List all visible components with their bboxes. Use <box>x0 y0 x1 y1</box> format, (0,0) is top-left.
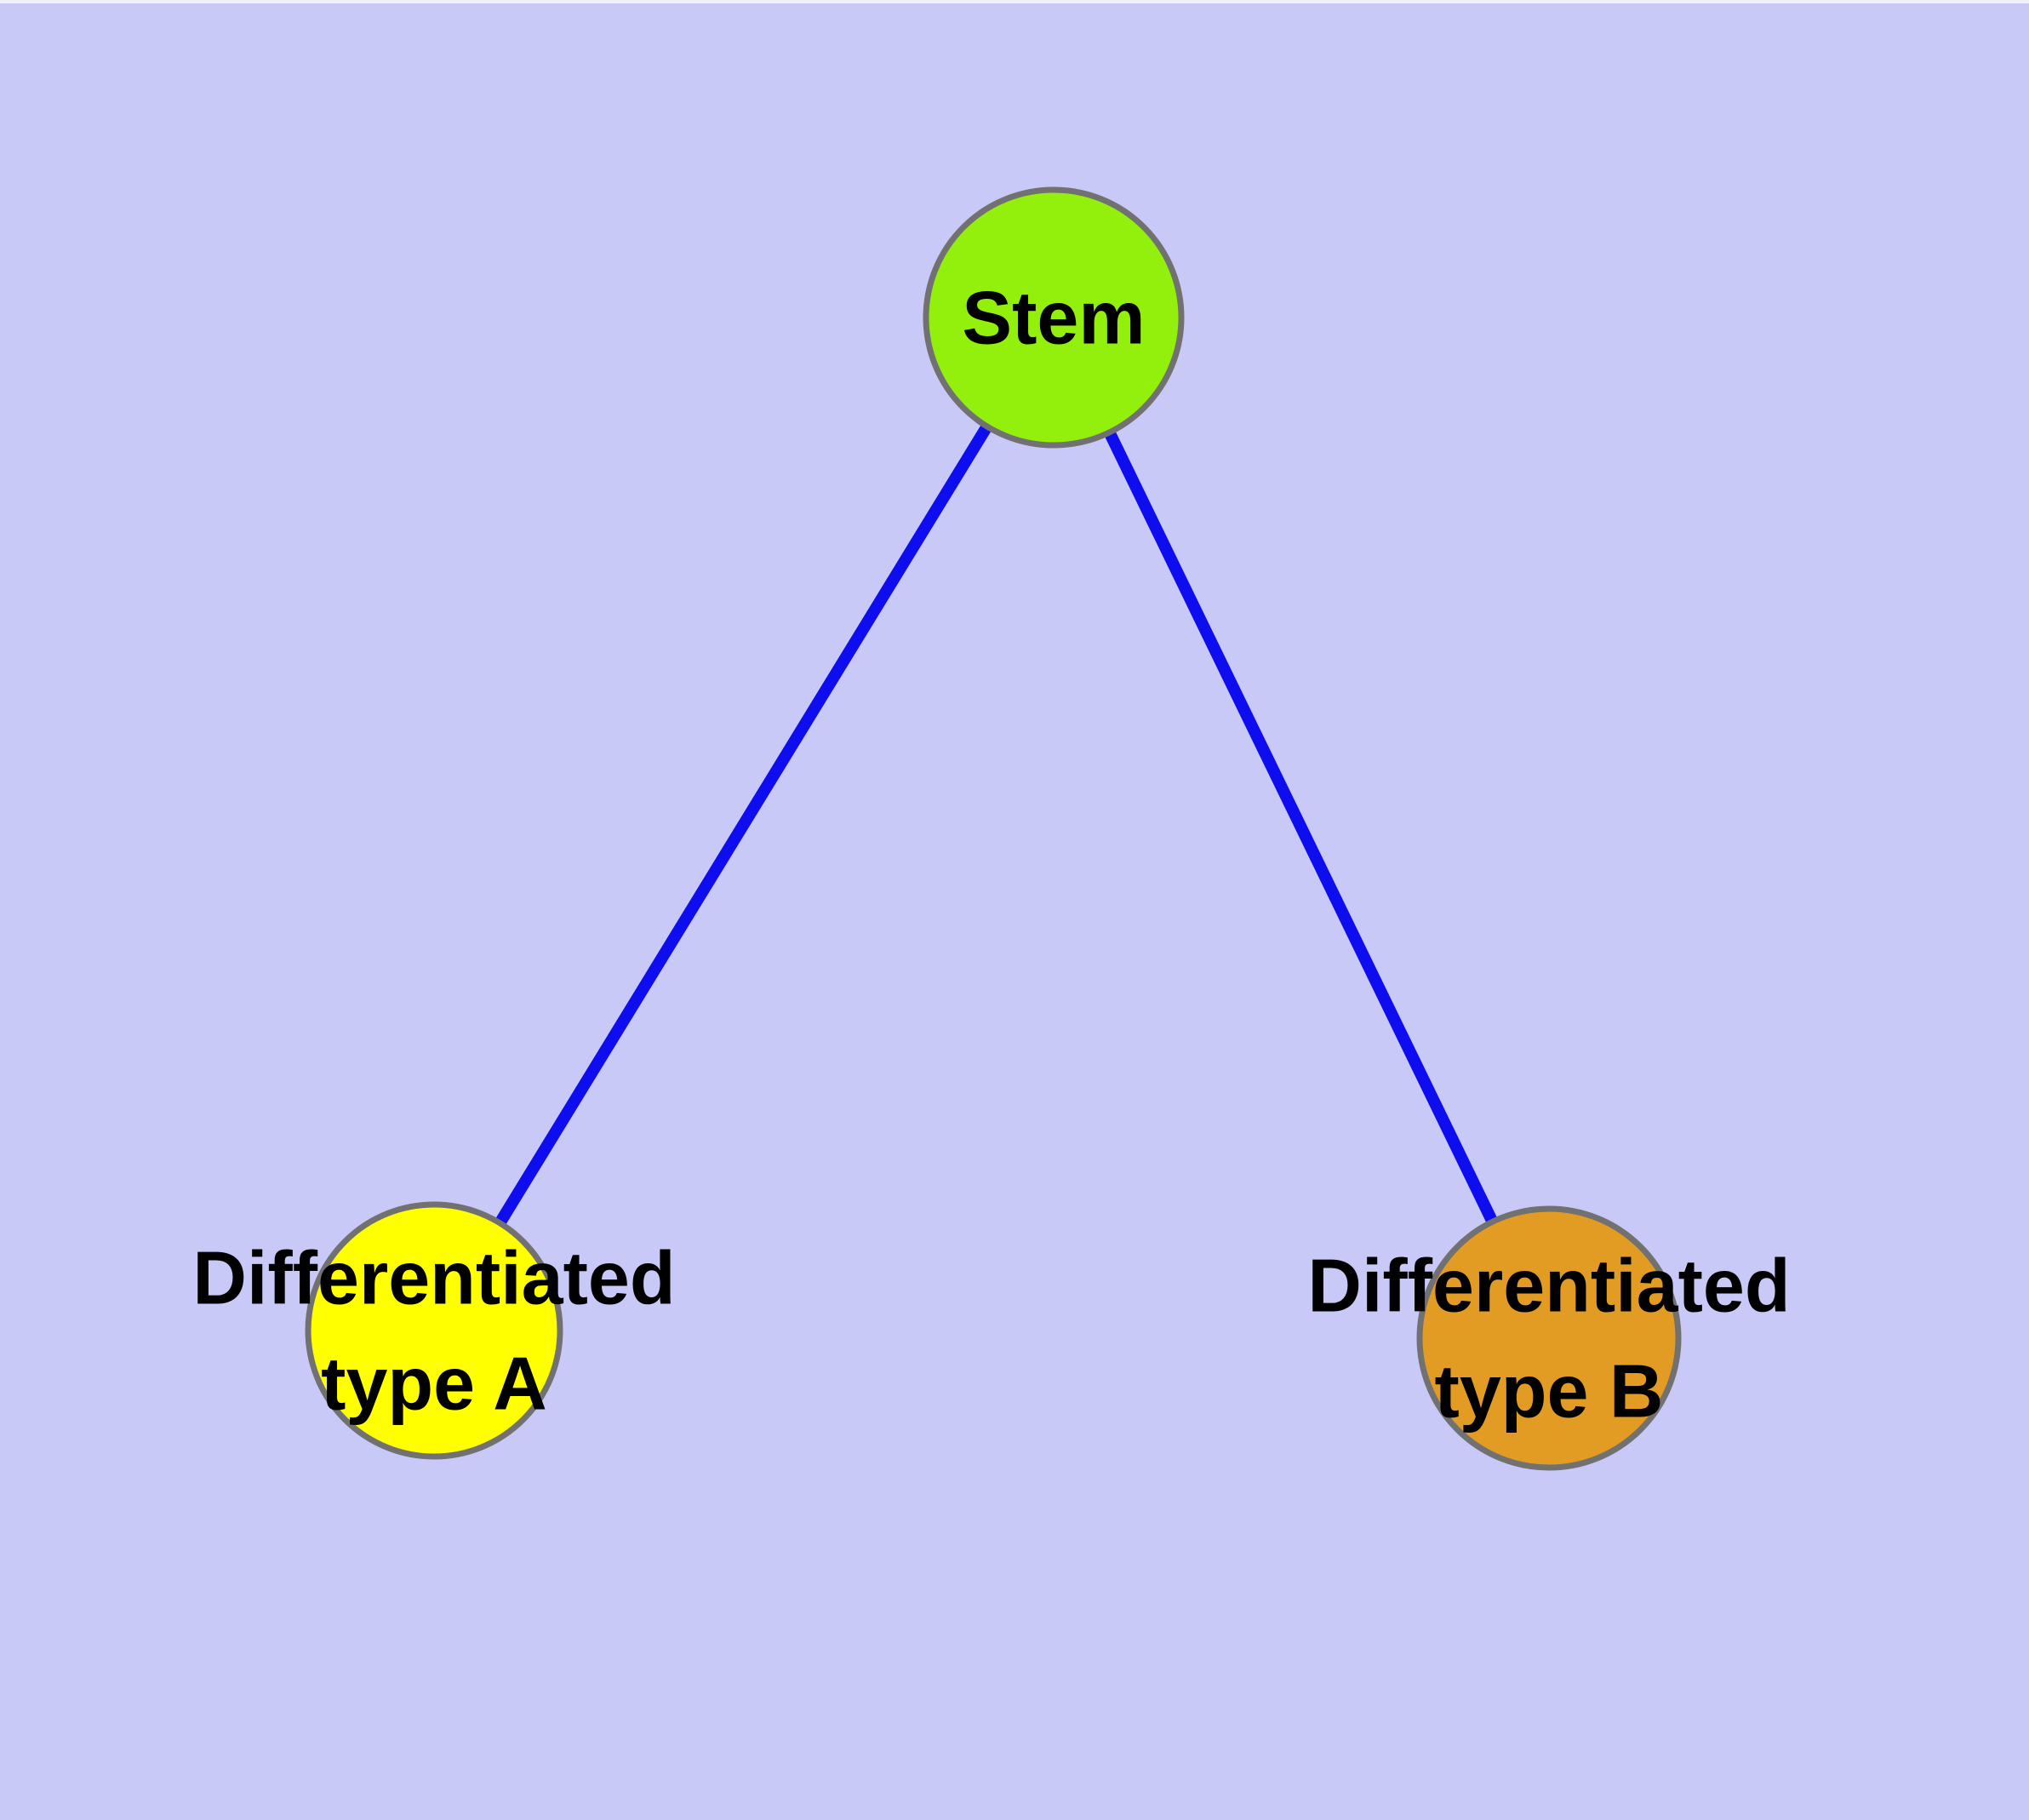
node-type-b-label-line2: type B <box>1435 1349 1664 1434</box>
node-type-b-circle <box>1416 1205 1682 1471</box>
edge-stem-to-type-b <box>1048 314 1555 1342</box>
node-stem-circle <box>923 186 1185 449</box>
node-stem-label: Stem <box>962 276 1145 360</box>
top-highlight-strip <box>0 0 2029 3</box>
node-type-b-label-line1: Differentiated <box>1307 1244 1790 1328</box>
node-type-a-circle <box>305 1201 563 1460</box>
node-type-a-label-line2: type A <box>321 1342 547 1426</box>
edge-stem-to-type-a <box>429 314 1059 1334</box>
node-type-a-label-line1: Differentiated <box>192 1236 675 1320</box>
